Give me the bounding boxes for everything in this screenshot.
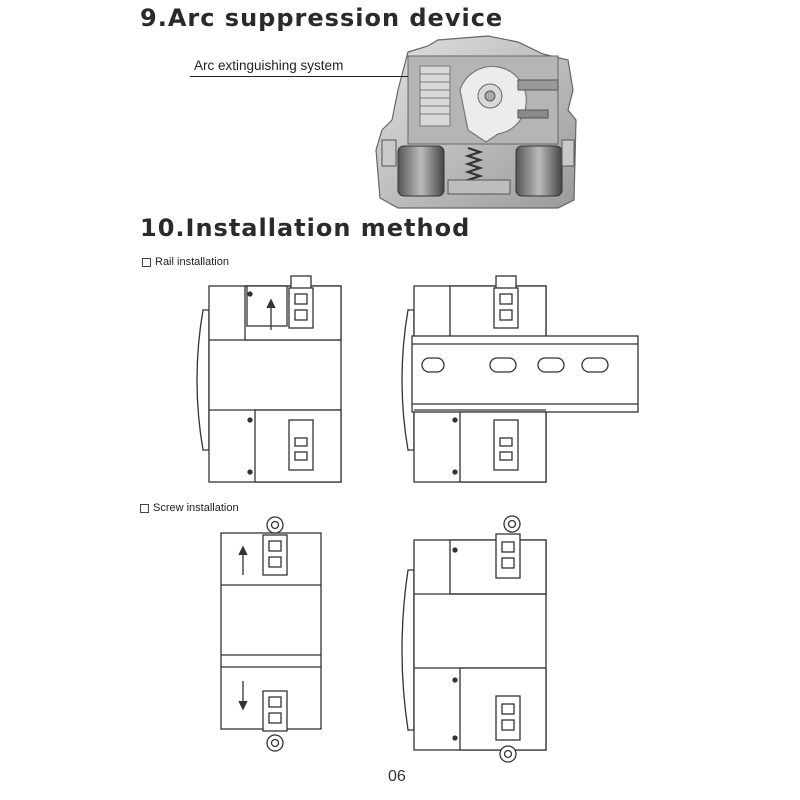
screw-install-side-view <box>400 510 560 780</box>
section-10-title: 10.Installation method <box>140 214 471 242</box>
section-9-title: 9.Arc suppression device <box>140 4 504 32</box>
checkbox-icon <box>142 257 151 267</box>
arc-suppression-photo <box>368 30 583 220</box>
screw-install-front-view <box>215 515 325 760</box>
page-number: 06 <box>388 768 406 785</box>
rail-installation-option: Rail installation <box>142 256 229 268</box>
screw-installation-option: Screw installation <box>140 502 239 514</box>
rail-install-mounted-view <box>390 270 640 490</box>
rail-installation-label: Rail installation <box>155 256 229 268</box>
checkbox-icon <box>140 503 149 513</box>
screw-installation-label: Screw installation <box>153 502 239 514</box>
rail-install-side-view <box>195 270 355 490</box>
callout-leader-line <box>190 76 408 78</box>
arc-extinguishing-callout: Arc extinguishing system <box>194 58 344 73</box>
